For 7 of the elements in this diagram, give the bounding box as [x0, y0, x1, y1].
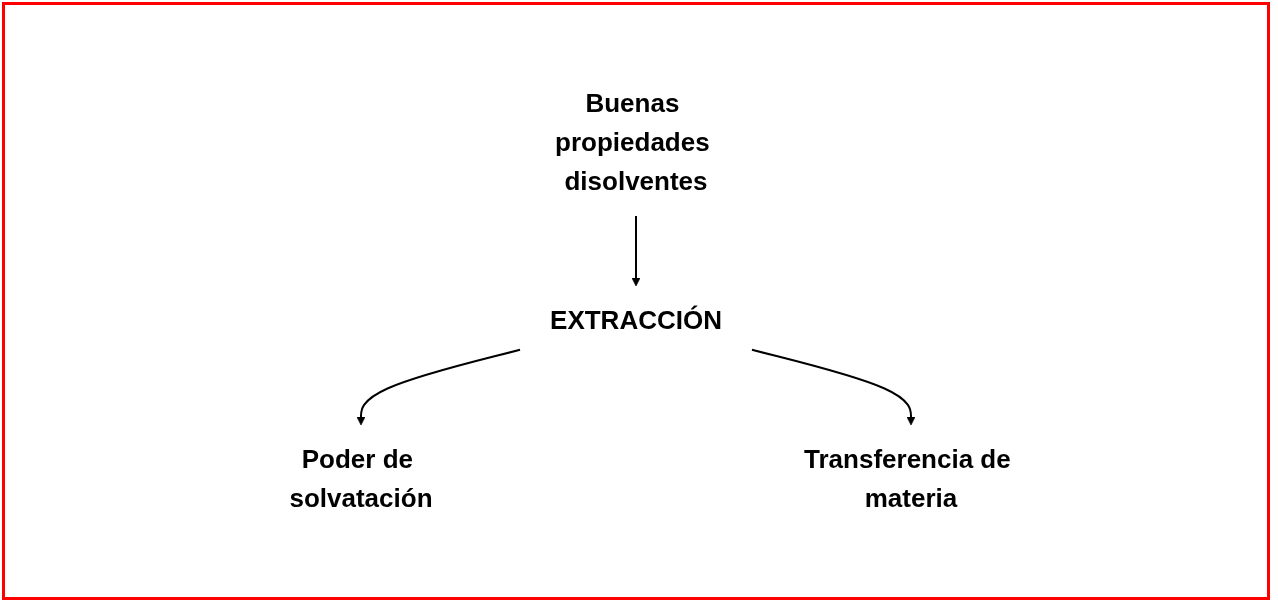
node-text: Transferencia de materia — [804, 444, 1011, 513]
arrow — [356, 348, 522, 426]
node-text: Poder de solvatación — [289, 444, 433, 513]
node-text: Buenas propiedades disolventes — [555, 88, 710, 196]
arrow — [631, 215, 641, 287]
arrow — [750, 348, 916, 426]
node-text: EXTRACCIÓN — [550, 305, 722, 335]
